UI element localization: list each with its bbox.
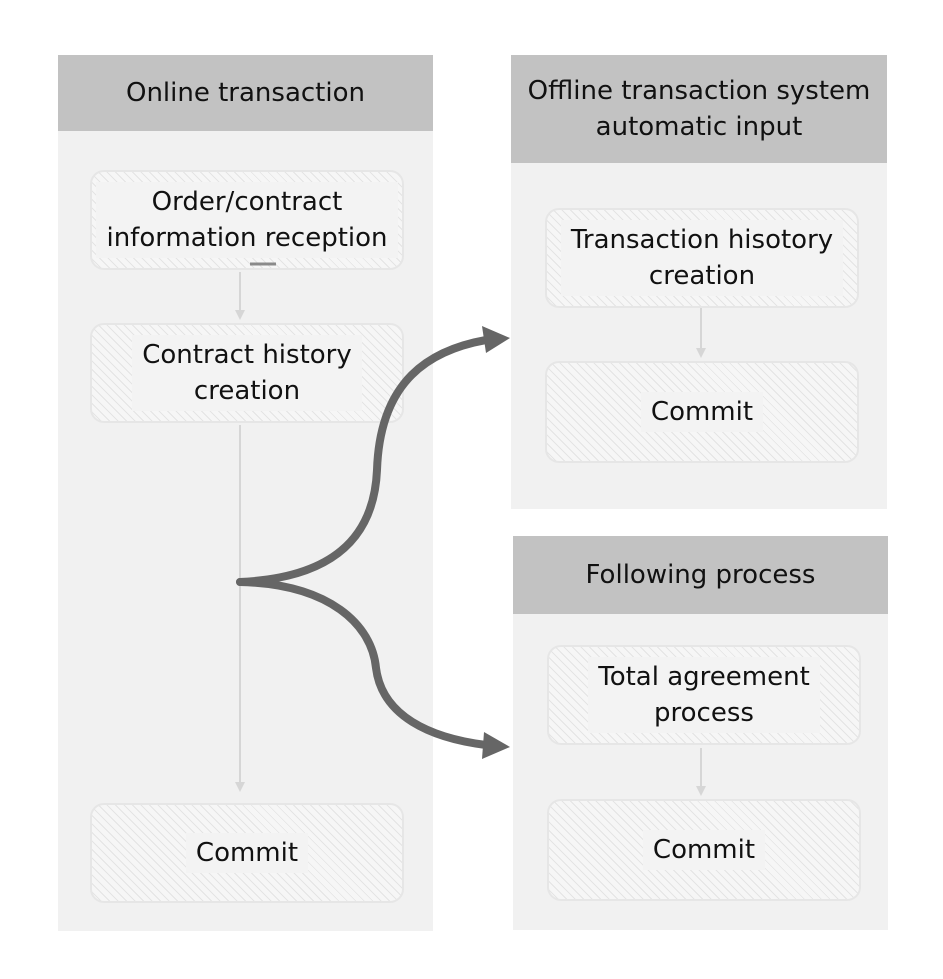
offline-transaction-title: Offline transaction system automatic inp… <box>527 76 871 142</box>
following-commit-label: Commit <box>642 830 766 870</box>
online-transaction-header: Online transaction <box>58 55 433 131</box>
offline-commit-label: Commit <box>640 392 764 432</box>
order-contract-reception-label: Order/contract information reception <box>96 182 398 258</box>
transaction-history-creation-label: Transaction hisotory creation <box>560 220 844 296</box>
offline-transaction-header: Offline transaction system automatic inp… <box>511 55 887 163</box>
order-contract-reception-box: Order/contract information reception <box>90 170 404 270</box>
total-agreement-process-box: Total agreement process <box>547 645 861 745</box>
online-commit-label: Commit <box>185 833 309 873</box>
branch-arrowhead-offline <box>482 326 510 353</box>
following-commit-box: Commit <box>547 799 861 901</box>
following-process-header: Following process <box>513 536 888 614</box>
total-agreement-process-label: Total agreement process <box>588 657 820 733</box>
online-transaction-title: Online transaction <box>125 78 365 108</box>
online-commit-box: Commit <box>90 803 404 903</box>
transaction-history-creation-box: Transaction hisotory creation <box>545 208 859 308</box>
contract-history-creation-label: Contract history creation <box>132 335 362 411</box>
contract-history-creation-box: Contract history creation <box>90 323 404 423</box>
offline-commit-box: Commit <box>545 361 859 463</box>
following-process-title: Following process <box>585 560 816 590</box>
branch-arrowhead-following <box>482 732 510 759</box>
